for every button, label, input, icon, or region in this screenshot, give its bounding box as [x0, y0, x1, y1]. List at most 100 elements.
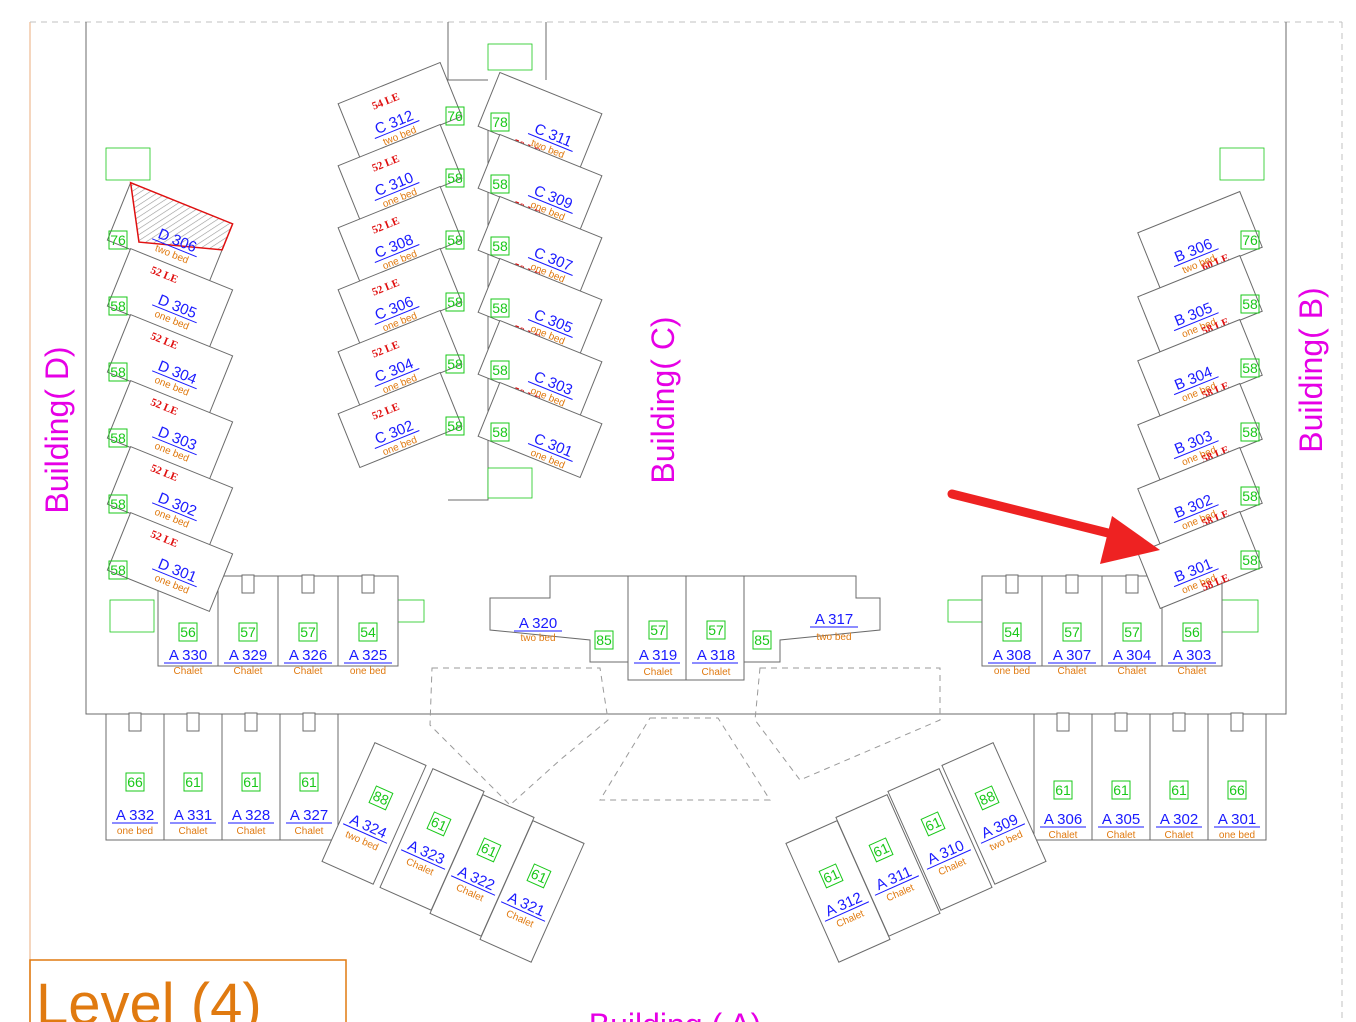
- unit-name: A 325: [349, 647, 387, 664]
- area-tag: 61: [1053, 780, 1073, 800]
- unit-name: A 302: [1160, 811, 1198, 828]
- area-value: 58: [1242, 488, 1258, 504]
- unit-type: two bed: [520, 633, 555, 644]
- unit-type: one bed: [350, 666, 386, 677]
- area-tag: 88: [974, 785, 1000, 811]
- area-value: 58: [447, 418, 463, 434]
- area-value: 61: [301, 774, 317, 790]
- area-tag-center-right: 85: [752, 630, 772, 650]
- area-value: 57: [1124, 624, 1140, 640]
- area-value: 61: [1171, 782, 1187, 798]
- area-tag: 58: [1240, 358, 1260, 378]
- building-label-b: Building( B): [1293, 287, 1329, 452]
- unit-a-332[interactable]: 66 A 332 one bed: [105, 712, 165, 841]
- area-tag: 61: [476, 837, 502, 863]
- area-tag: 54: [1002, 622, 1022, 642]
- area-value: 57: [708, 622, 724, 638]
- unit-name: A 329: [229, 647, 267, 664]
- unit-type: one bed: [1219, 830, 1255, 841]
- area-value: 56: [180, 624, 196, 640]
- unit-name: A 331: [174, 807, 212, 824]
- building-envelope: [85, 22, 1287, 715]
- area-tag: 57: [298, 622, 318, 642]
- unit-type: Chalet: [294, 666, 323, 677]
- area-value: 76: [110, 232, 126, 248]
- annotation-arrow: [947, 489, 1160, 564]
- unit-type: Chalet: [179, 826, 208, 837]
- unit-type: Chalet: [234, 666, 263, 677]
- area-tag: 61: [426, 811, 452, 837]
- area-value: 61: [243, 774, 259, 790]
- unit-type: two bed: [816, 632, 851, 643]
- area-tag: 57: [706, 620, 726, 640]
- unit-type: Chalet: [702, 667, 731, 678]
- area-value: 66: [1229, 782, 1245, 798]
- area-value: 88: [371, 787, 392, 808]
- unit-type: Chalet: [1107, 830, 1136, 841]
- area-value: 85: [754, 632, 770, 648]
- area-value: 54: [360, 624, 376, 640]
- area-tag: 57: [648, 620, 668, 640]
- area-value: 61: [1055, 782, 1071, 798]
- unit-name: A 332: [116, 807, 154, 824]
- unit-name: A 330: [169, 647, 207, 664]
- area-tag: 58: [108, 494, 128, 514]
- unit-a-325[interactable]: 54 A 325 one bed: [337, 574, 399, 677]
- area-tag: 88: [368, 785, 394, 811]
- unit-type: Chalet: [1118, 666, 1147, 677]
- area-tag: 58: [445, 292, 465, 312]
- area-tag: 58: [445, 416, 465, 436]
- unit-name: A 319: [639, 647, 677, 664]
- area-value: 58: [110, 496, 126, 512]
- area-tag: 58: [1240, 550, 1260, 570]
- area-value: 57: [650, 622, 666, 638]
- area-tag: 56: [1182, 622, 1202, 642]
- unit-type: one bed: [117, 826, 153, 837]
- area-tag: 66: [125, 772, 145, 792]
- area-tag: 56: [178, 622, 198, 642]
- area-tag: 58: [445, 168, 465, 188]
- area-value: 61: [429, 813, 450, 834]
- area-tag: 61: [868, 837, 894, 863]
- area-value: 58: [447, 232, 463, 248]
- area-tag: 61: [818, 863, 844, 889]
- area-tag: 58: [490, 360, 510, 380]
- area-value: 58: [492, 300, 508, 316]
